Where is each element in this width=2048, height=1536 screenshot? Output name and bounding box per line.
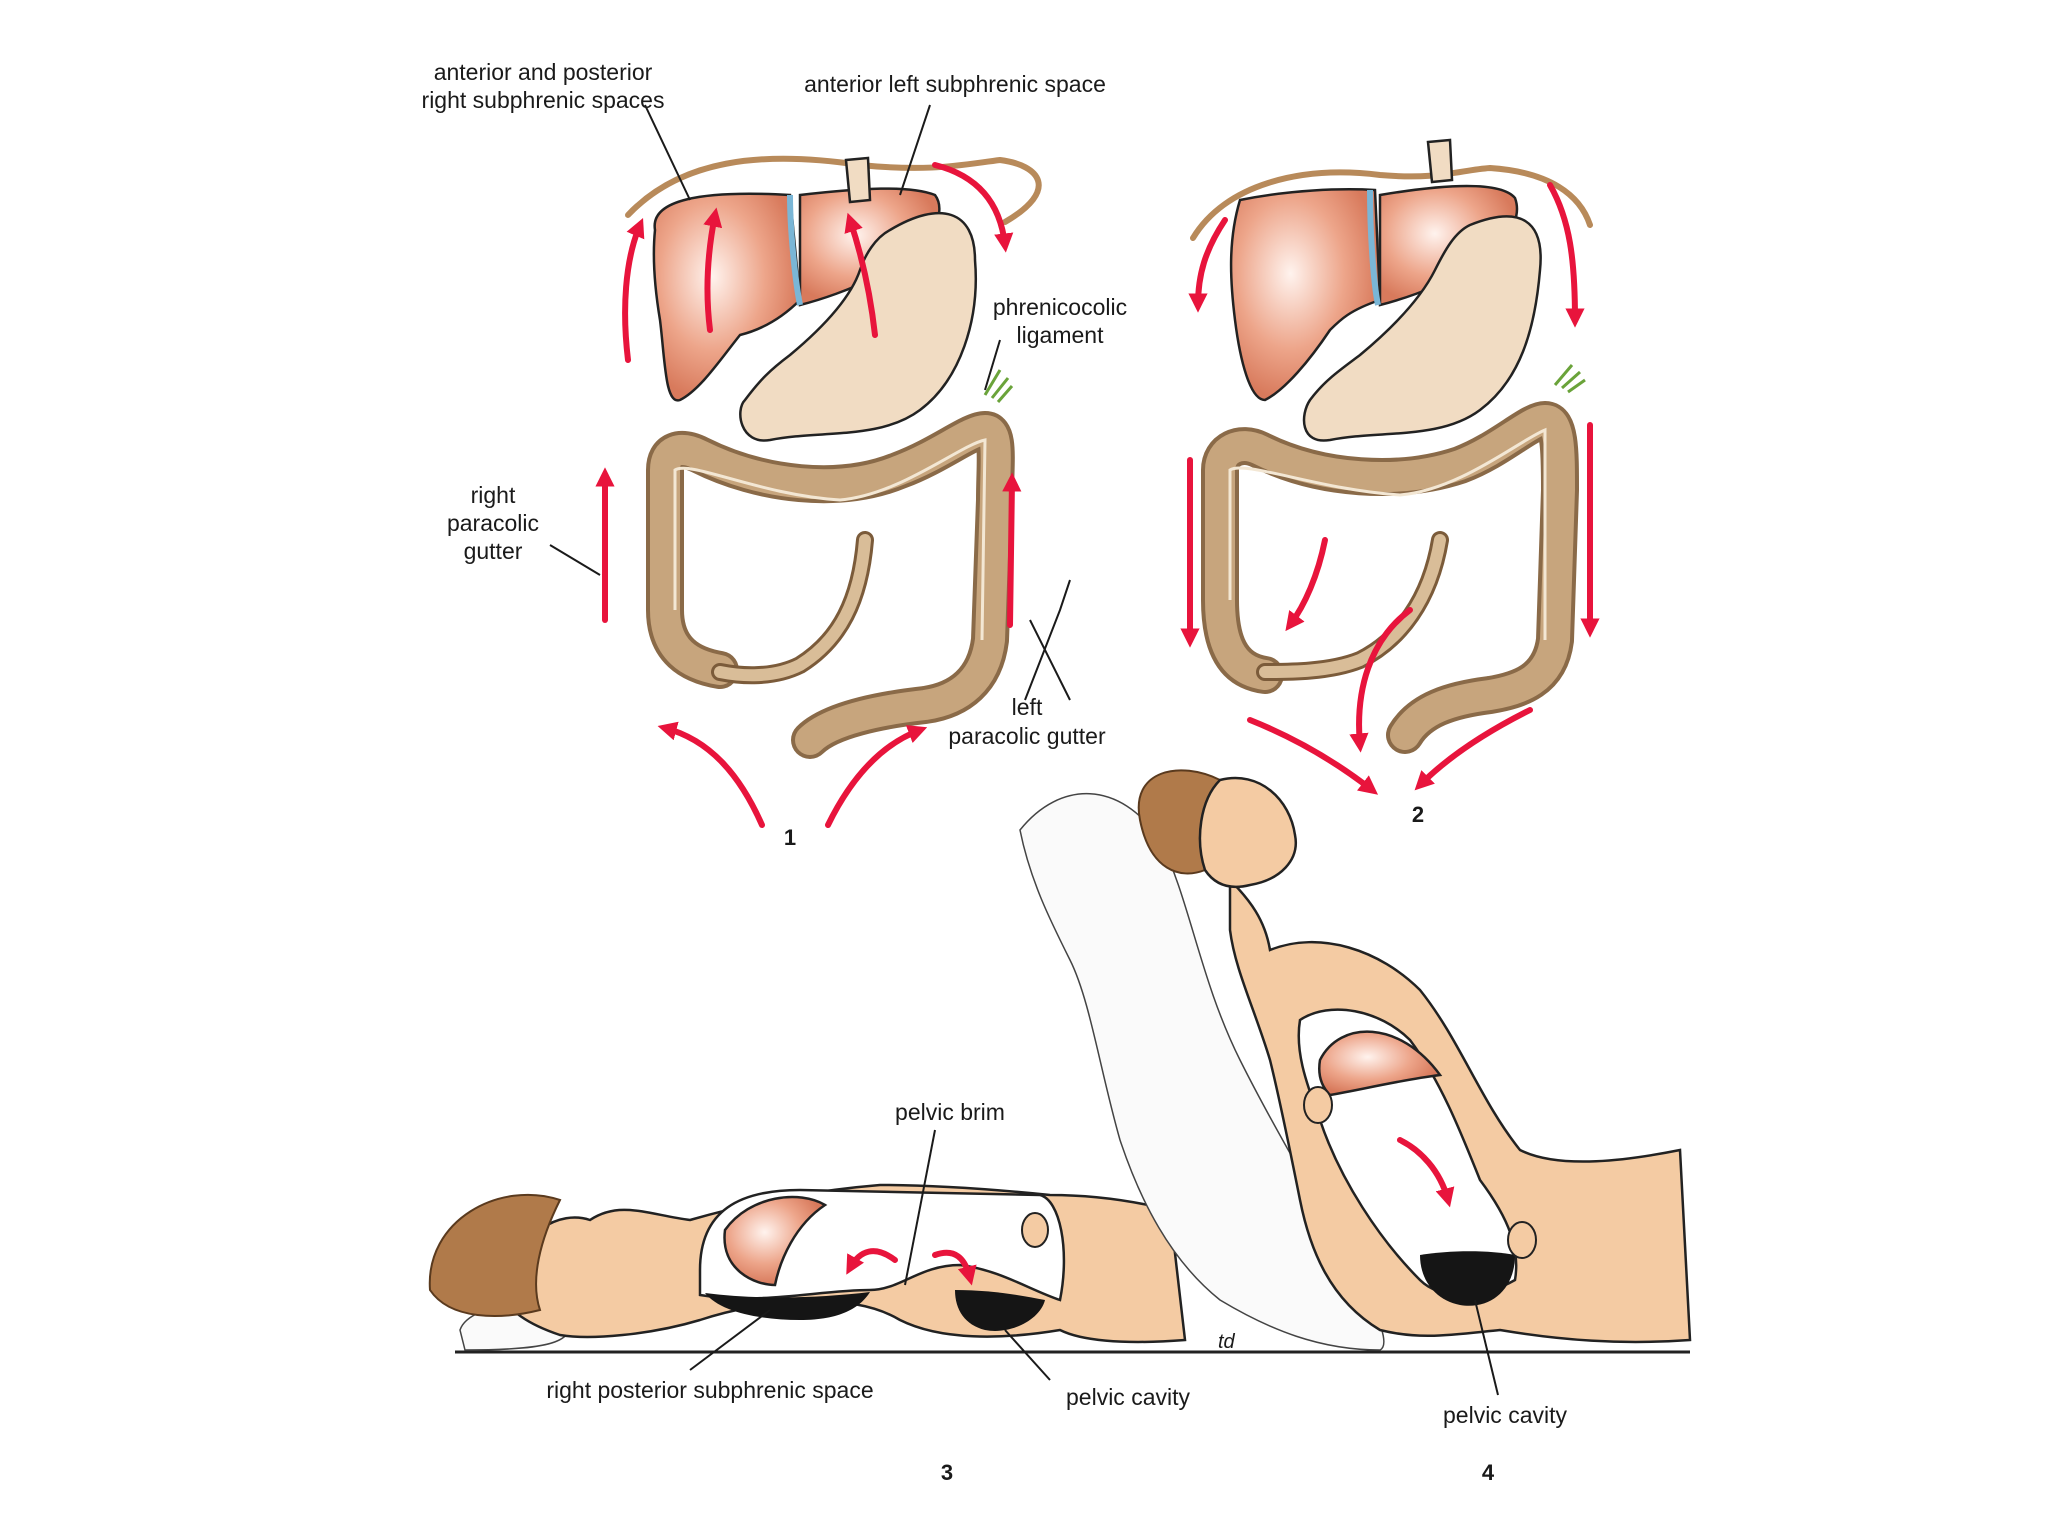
panel-2: 2 xyxy=(1180,138,1600,827)
arrow-pelvis-right-down-2 xyxy=(1247,717,1379,795)
diaphragm-1 xyxy=(625,155,1042,225)
label-right-posterior-subphrenic: right posterior subphrenic space xyxy=(546,1377,873,1403)
arrow-left-subphrenic-down xyxy=(932,162,1014,253)
label-left-gutter-line1: left xyxy=(1012,694,1043,720)
fluid-pelvic-4 xyxy=(1420,1251,1515,1306)
arrow-to-pelvis-3 xyxy=(932,1249,977,1286)
hair-3 xyxy=(428,1193,562,1317)
arrow-liver-up xyxy=(703,207,723,333)
panel-number-1: 1 xyxy=(784,825,796,850)
arrow-left-gutter-up xyxy=(1002,472,1022,628)
arrow-pelvis-left-down-2 xyxy=(1414,707,1533,791)
arrow-to-subphrenic-3 xyxy=(846,1248,898,1275)
head-4 xyxy=(1198,776,1298,889)
arrow-left-subphrenic-down-2 xyxy=(1547,182,1585,328)
arrow-inner-left-down-2 xyxy=(1349,607,1413,753)
esophagus-1 xyxy=(844,156,872,204)
body-4 xyxy=(1228,876,1692,1344)
label-pelvic-cavity-3: pelvic cavity xyxy=(1066,1384,1190,1410)
backrest-4 xyxy=(1019,792,1385,1351)
label-right-gutter-line1: right xyxy=(471,482,516,508)
label-right-gutter-line3: gutter xyxy=(464,538,523,564)
label-right-gutter-line2: paracolic xyxy=(447,510,539,536)
liver-1 xyxy=(652,192,802,402)
arrow-to-pelvis-4 xyxy=(1397,1137,1455,1208)
label-ant-left-subphrenic: anterior left subphrenic space xyxy=(804,71,1106,97)
bladder-3 xyxy=(1021,1212,1049,1248)
label-phrenicocolic-line1: phrenicocolic xyxy=(993,294,1127,320)
fluid-pelvic-3 xyxy=(955,1290,1045,1331)
panel-4: pelvic cavity td 4 xyxy=(1019,769,1692,1485)
artist-signature: td xyxy=(1218,1331,1236,1353)
arrow-left-lobe-up xyxy=(844,212,878,338)
esophagus-2 xyxy=(1426,138,1454,184)
phrenicocolic-ligament-1 xyxy=(983,369,1014,403)
panel-1: anterior and posterior right subphrenic … xyxy=(422,59,1128,850)
label-ant-post-right-line2: right subphrenic spaces xyxy=(422,87,665,113)
label-ant-post-right-line1: anterior and posterior xyxy=(434,59,653,85)
panel-number-3: 3 xyxy=(941,1460,953,1485)
label-left-gutter-line2: paracolic gutter xyxy=(948,723,1106,749)
liver-4 xyxy=(1318,1030,1443,1097)
falciform-ligament-1 xyxy=(787,194,803,306)
label-phrenicocolic-line2: ligament xyxy=(1017,322,1105,348)
panel-number-4: 4 xyxy=(1482,1460,1495,1485)
panel-number-2: 2 xyxy=(1412,802,1424,827)
liver-3 xyxy=(723,1195,828,1287)
liver-2 xyxy=(1229,188,1382,402)
label-pelvic-brim: pelvic brim xyxy=(895,1099,1005,1125)
stomach-2 xyxy=(1302,215,1542,442)
arrow-pelvis-right-up xyxy=(657,721,765,828)
bladder-4 xyxy=(1507,1221,1537,1259)
kidney-4 xyxy=(1303,1086,1333,1124)
label-pelvic-cavity-4: pelvic cavity xyxy=(1443,1402,1567,1428)
fluid-subphrenic-3 xyxy=(705,1292,870,1320)
arrow-right-subphrenic-down-2 xyxy=(1188,217,1228,313)
arrow-pelvis-left-up xyxy=(825,725,928,828)
arrow-inner-right-down-2 xyxy=(1285,537,1328,632)
stomach-1 xyxy=(739,211,977,442)
arrow-right-subphrenic-up xyxy=(622,217,645,363)
